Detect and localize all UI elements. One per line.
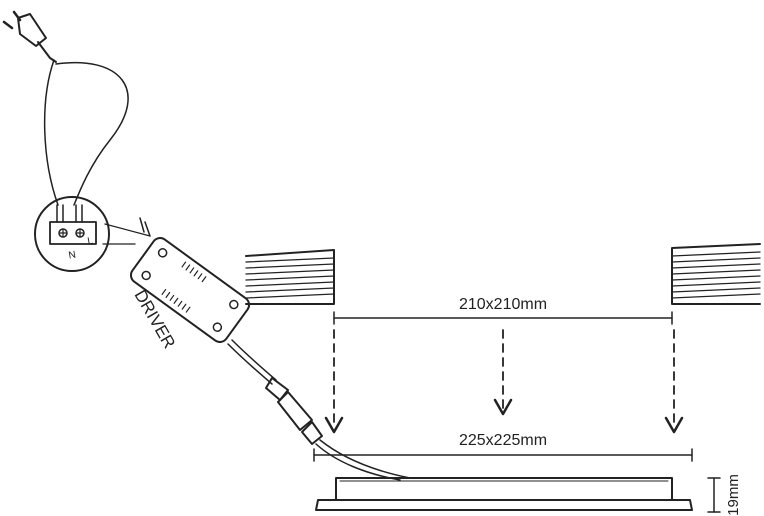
cutout-dimension-line <box>333 311 673 325</box>
driver-box <box>129 237 251 343</box>
terminal-l-label: L <box>87 236 95 248</box>
thickness-dimension-label: 19mm <box>725 474 742 516</box>
terminal-screw-icon <box>58 228 68 238</box>
mains-cable <box>43 59 129 206</box>
driver-screw-icon <box>141 270 151 281</box>
ceiling-left-section <box>245 249 335 305</box>
terminal-to-driver-lines <box>102 217 151 245</box>
driver-screw-icon <box>157 248 168 258</box>
ceiling-right-section <box>671 243 761 305</box>
panel-dimension-label: 225x225mm <box>459 432 547 449</box>
install-arrow-left <box>324 329 344 434</box>
driver-screw-icon <box>212 322 223 332</box>
terminal-block: N L <box>34 196 110 272</box>
install-arrow-right <box>664 329 684 434</box>
output-cable <box>227 339 411 481</box>
terminal-screw-icon <box>75 228 85 238</box>
install-arrow-center <box>493 329 513 416</box>
thickness-dimension-line <box>707 477 721 513</box>
panel-dimension-line <box>313 448 693 462</box>
driver-screw-icon <box>229 299 239 310</box>
led-panel <box>315 477 693 511</box>
terminal-n-label: N <box>68 249 77 261</box>
plug-icon <box>2 10 57 63</box>
cutout-dimension-label: 210x210mm <box>459 296 547 313</box>
